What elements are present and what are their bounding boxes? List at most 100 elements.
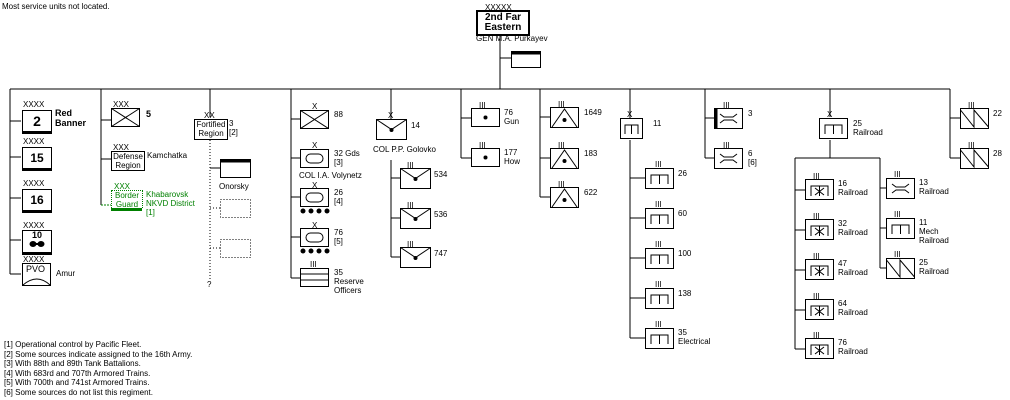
fort-num: 3 (229, 119, 234, 128)
r47-echelon: III (813, 252, 820, 261)
r76-label: 76 Railroad (838, 338, 868, 356)
e60-label: 60 (678, 209, 687, 218)
railroad-regiment-64-symbol (805, 299, 835, 321)
unknown-unit-2 (220, 239, 252, 259)
fort-line2: Region (198, 129, 224, 138)
how177-label: 177 How (504, 148, 520, 166)
r35-l1: 35 (334, 268, 343, 277)
e60-echelon: III (655, 200, 662, 209)
signal-regiment-28-symbol (960, 148, 990, 170)
e100-echelon: III (655, 240, 662, 249)
rail-text: Railroad (853, 128, 883, 137)
how177-l2: How (504, 157, 521, 166)
s28-echelon: III (968, 141, 975, 150)
engineer-regiment-100-symbol (645, 248, 675, 270)
gun76-l1: 76 (504, 108, 513, 117)
eng-echelon: X (627, 110, 633, 119)
footnote: [5] With 700th and 741st Armored Trains. (4, 378, 150, 388)
e100-label: 100 (678, 249, 692, 258)
t26-echelon: X (312, 181, 318, 190)
at534-label: 534 (434, 170, 448, 179)
r35-echelon: III (310, 260, 317, 269)
t26-l2: [4] (334, 197, 343, 206)
r32-text: Railroad (838, 228, 868, 237)
railroad-bridge-regiment-13-symbol (886, 178, 916, 200)
railroad-regiment-32-symbol (805, 219, 835, 241)
kamchatka-defense-box: Defense Region (111, 151, 145, 171)
b3-echelon: III (723, 101, 730, 110)
reserve-officers-35-symbol (300, 268, 330, 288)
r64-echelon: III (813, 292, 820, 301)
tank-brigade-32gds-symbol (300, 149, 330, 169)
propeller-icon (29, 241, 45, 247)
aa-regiment-622-symbol (550, 187, 580, 209)
m11-echelon: III (894, 210, 901, 219)
r16-text: Railroad (838, 188, 868, 197)
r32-echelon: III (813, 212, 820, 221)
gun76-echelon: III (479, 101, 486, 110)
border-line1: Border (114, 191, 139, 200)
b6-l2: [6] (748, 158, 757, 167)
footnote: [2] Some sources indicate assigned to th… (4, 349, 193, 359)
e138-label: 138 (678, 289, 692, 298)
how177-l1: 177 (504, 148, 518, 157)
s25-label: 25 Railroad (919, 258, 949, 276)
armored-train-brigade-26-symbol (300, 188, 330, 216)
aa183-label: 183 (584, 149, 598, 158)
aa-regiment-1649-symbol (550, 107, 580, 129)
b6-label: 6 [6] (748, 149, 757, 167)
front-title-line1: 2nd Far (484, 12, 522, 23)
gun76-l2: Gun (504, 117, 520, 126)
gun76-label: 76 Gun (504, 108, 519, 126)
b13-label: 13 Railroad (919, 178, 949, 196)
aa1649-echelon: III (558, 100, 565, 109)
aa183-echelon: III (558, 141, 565, 150)
r76-text: Railroad (838, 347, 868, 356)
engineer-regiment-26-symbol (645, 168, 675, 190)
at-num: 14 (411, 121, 420, 130)
armored-train-brigade-76-symbol (300, 228, 330, 256)
t76-echelon: X (312, 221, 318, 230)
r76-echelon: III (813, 331, 820, 340)
army-echelon-rb: XXXX (23, 100, 45, 109)
s28-label: 28 (993, 149, 1002, 158)
bridge-regiment-6-symbol (714, 148, 744, 170)
rail-label: 25 Railroad (853, 119, 883, 137)
signal-regiment-22-symbol (960, 108, 990, 130)
kamchatka-echelon: XXX (113, 143, 130, 152)
s25-echelon: III (894, 250, 901, 259)
amur-label: Amur (56, 269, 76, 278)
s22-label: 22 (993, 109, 1002, 118)
border-l3: [1] (146, 208, 155, 217)
s25-num: 25 (919, 258, 928, 267)
front-title-line2: Eastern (484, 22, 522, 33)
onorsky-label: Onorsky (219, 182, 249, 191)
t26-label: 26 [4] (334, 188, 343, 206)
r35-l2: Reserve (334, 277, 364, 286)
rail-echelon: X (827, 110, 833, 119)
e26-echelon: III (655, 160, 662, 169)
t26-l1: 26 (334, 188, 343, 197)
army-16-box: 16 (22, 189, 52, 213)
at-regiment-534-symbol (400, 168, 432, 190)
at-brigade-14-symbol (376, 119, 408, 141)
aa-regiment-183-symbol (550, 148, 580, 170)
railroad-brigade-25-symbol (819, 118, 849, 140)
kam-line1: Defense (113, 152, 143, 161)
corps5-num: 5 (146, 109, 152, 119)
r35-l3: Officers (334, 286, 362, 295)
border-guard-hatch (111, 208, 143, 212)
border-l1: Khabarovsk (146, 190, 189, 199)
fort-echelon: XX (204, 111, 215, 120)
at-regiment-747-symbol (400, 247, 432, 269)
red-banner-label: Red Banner (55, 108, 86, 128)
at536-label: 536 (434, 210, 448, 219)
bridge-regiment-3-symbol (714, 108, 744, 130)
r47-num: 47 (838, 259, 847, 268)
onorsky-symbol (220, 159, 252, 179)
e35-l1: 35 (678, 328, 687, 337)
fort-note: [2] (229, 128, 238, 137)
b6-echelon: III (723, 141, 730, 150)
electrical-regiment-35-symbol (645, 328, 675, 350)
